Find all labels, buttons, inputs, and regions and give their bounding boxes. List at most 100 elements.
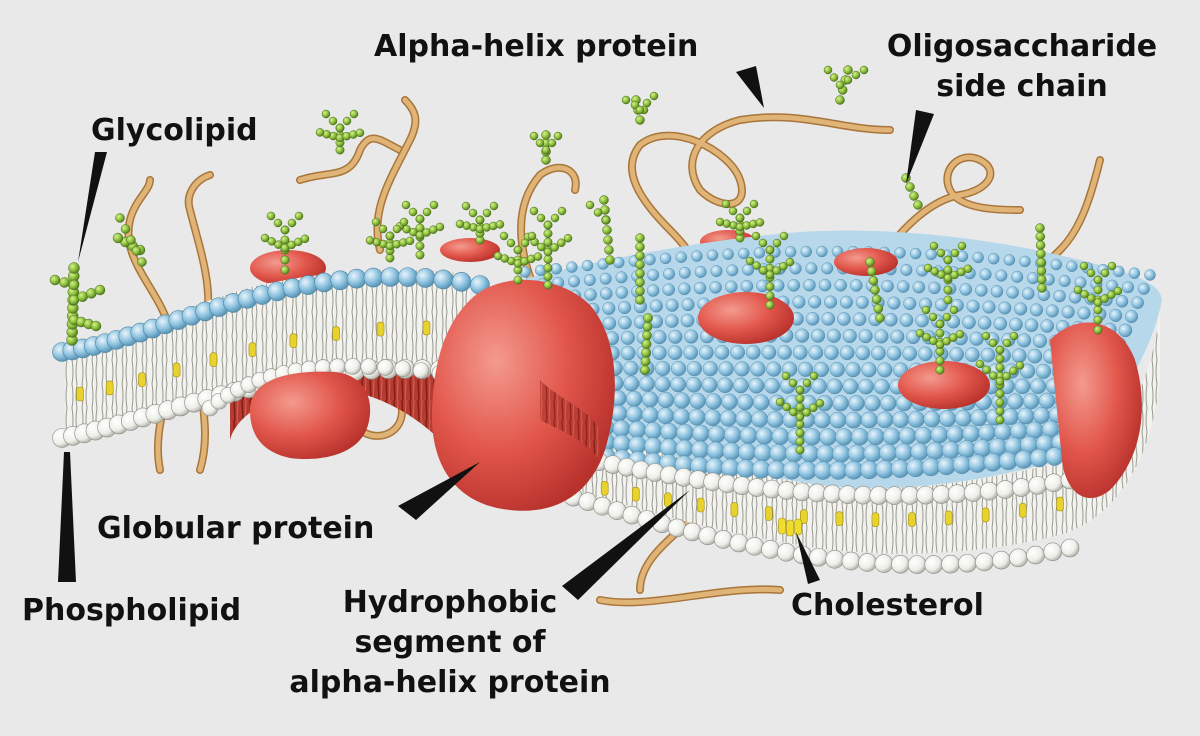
phospholipid-head bbox=[753, 443, 772, 462]
sugar-bead bbox=[273, 218, 283, 228]
cholesterol-molecule bbox=[981, 507, 990, 523]
phospholipid-head bbox=[855, 295, 869, 309]
sugar-bead bbox=[995, 345, 1005, 355]
sugar-bead bbox=[1100, 294, 1109, 303]
sugar-bead bbox=[795, 412, 805, 422]
phospholipid-head bbox=[739, 426, 758, 445]
phospholipid-head bbox=[714, 345, 730, 360]
sugar-bead bbox=[541, 130, 551, 140]
phospholipid-head bbox=[1020, 363, 1036, 379]
phospholipid-head bbox=[900, 263, 913, 276]
sugar-bead bbox=[599, 195, 609, 205]
sugar-bead bbox=[1079, 261, 1089, 271]
phospholipid-head bbox=[644, 422, 662, 440]
pointer-alpha-helix-protein bbox=[736, 66, 764, 108]
phospholipid-head bbox=[880, 395, 897, 412]
sugar-bead bbox=[274, 240, 283, 249]
phospholipid-head bbox=[620, 345, 636, 361]
sugar-bead bbox=[489, 201, 499, 211]
phospholipid-head bbox=[975, 552, 994, 572]
phospholipid-head bbox=[998, 301, 1012, 315]
phospholipid-head bbox=[753, 394, 770, 411]
phospholipid-head bbox=[748, 377, 765, 394]
glycoprotein-chain bbox=[865, 257, 885, 323]
sugar-bead bbox=[641, 339, 652, 349]
phospholipid-head bbox=[705, 393, 722, 410]
sugar-bead bbox=[635, 115, 645, 125]
sugar-bead bbox=[294, 211, 304, 221]
phospholipid-head bbox=[625, 390, 643, 408]
sugar-bead bbox=[935, 319, 945, 329]
phospholipid-head bbox=[803, 278, 816, 292]
sugar-bead bbox=[795, 394, 805, 404]
phospholipid-head bbox=[805, 262, 818, 275]
sugar-bead bbox=[868, 275, 879, 286]
surface-proteins bbox=[698, 248, 1142, 499]
phospholipid-head bbox=[792, 295, 806, 309]
phospholipid-head bbox=[718, 361, 734, 377]
phospholipid-head bbox=[973, 439, 992, 458]
glycoprotein-chain bbox=[795, 398, 825, 422]
sugar-bead bbox=[1036, 266, 1047, 276]
phospholipid-head bbox=[910, 442, 929, 461]
sugar-bead bbox=[942, 336, 951, 346]
sugar-bead bbox=[643, 313, 653, 323]
phospholipid-head bbox=[809, 547, 828, 567]
sugar-bead bbox=[1073, 285, 1083, 295]
phospholipid-head bbox=[903, 297, 917, 311]
phospholipid-head bbox=[612, 419, 631, 438]
phospholipid-head bbox=[930, 426, 948, 444]
sugar-bead bbox=[513, 245, 523, 255]
sugar-bead bbox=[280, 225, 290, 235]
phospholipid-head bbox=[819, 428, 837, 446]
phospholipid-head bbox=[708, 425, 726, 443]
cholesterol-molecule bbox=[76, 386, 84, 402]
phospholipid-head bbox=[939, 410, 956, 428]
phospholipid-head bbox=[670, 360, 687, 377]
phospholipid-head bbox=[874, 554, 894, 573]
phospholipid-head bbox=[691, 440, 710, 459]
phospholipid-head bbox=[742, 263, 755, 276]
glycolipid-chain bbox=[68, 284, 106, 306]
phospholipid-head bbox=[1006, 286, 1019, 299]
sugar-bead bbox=[843, 75, 853, 85]
sugar-bead bbox=[1002, 338, 1012, 348]
phospholipid-head bbox=[842, 328, 857, 343]
phospholipid-head bbox=[959, 283, 972, 296]
cholesterol-molecule bbox=[138, 372, 146, 387]
phospholipid-head bbox=[1040, 319, 1054, 333]
sugar-bead bbox=[642, 98, 652, 108]
phospholipid-head bbox=[805, 312, 820, 326]
sugar-bead bbox=[758, 238, 768, 248]
sugar-bead bbox=[781, 371, 791, 381]
sugar-bead bbox=[541, 155, 551, 165]
phospholipid-head bbox=[970, 409, 988, 427]
phospholipid-head bbox=[753, 247, 766, 259]
sugar-bead bbox=[543, 229, 553, 239]
phospholipid-head bbox=[969, 331, 984, 346]
phospholipid-head bbox=[620, 330, 635, 345]
sugar-bead bbox=[601, 215, 611, 225]
phospholipid-head bbox=[907, 410, 925, 428]
sugar-bead bbox=[915, 328, 925, 338]
phospholipid-head bbox=[829, 411, 847, 429]
phospholipid-head bbox=[988, 252, 1000, 265]
phospholipid-head bbox=[909, 247, 922, 260]
phospholipid-head bbox=[992, 550, 1011, 570]
sugar-bead bbox=[779, 231, 789, 241]
phospholipid-head bbox=[1007, 393, 1024, 410]
glycoprotein-chain bbox=[935, 305, 959, 329]
phospholipid-head bbox=[639, 376, 655, 392]
phospholipid-head bbox=[750, 361, 766, 377]
sugar-bead bbox=[335, 123, 345, 133]
sugar-bead bbox=[315, 128, 325, 137]
sugar-bead bbox=[1036, 257, 1046, 268]
phospholipid-head bbox=[962, 315, 976, 330]
sugar-bead bbox=[1107, 290, 1116, 300]
phospholipid-head bbox=[980, 347, 996, 363]
sugar-bead bbox=[59, 277, 70, 288]
sugar-bead bbox=[765, 291, 775, 301]
sugar-bead bbox=[1107, 261, 1117, 271]
sugar-bead bbox=[851, 70, 861, 80]
oligosaccharide-side-chain bbox=[901, 173, 923, 210]
